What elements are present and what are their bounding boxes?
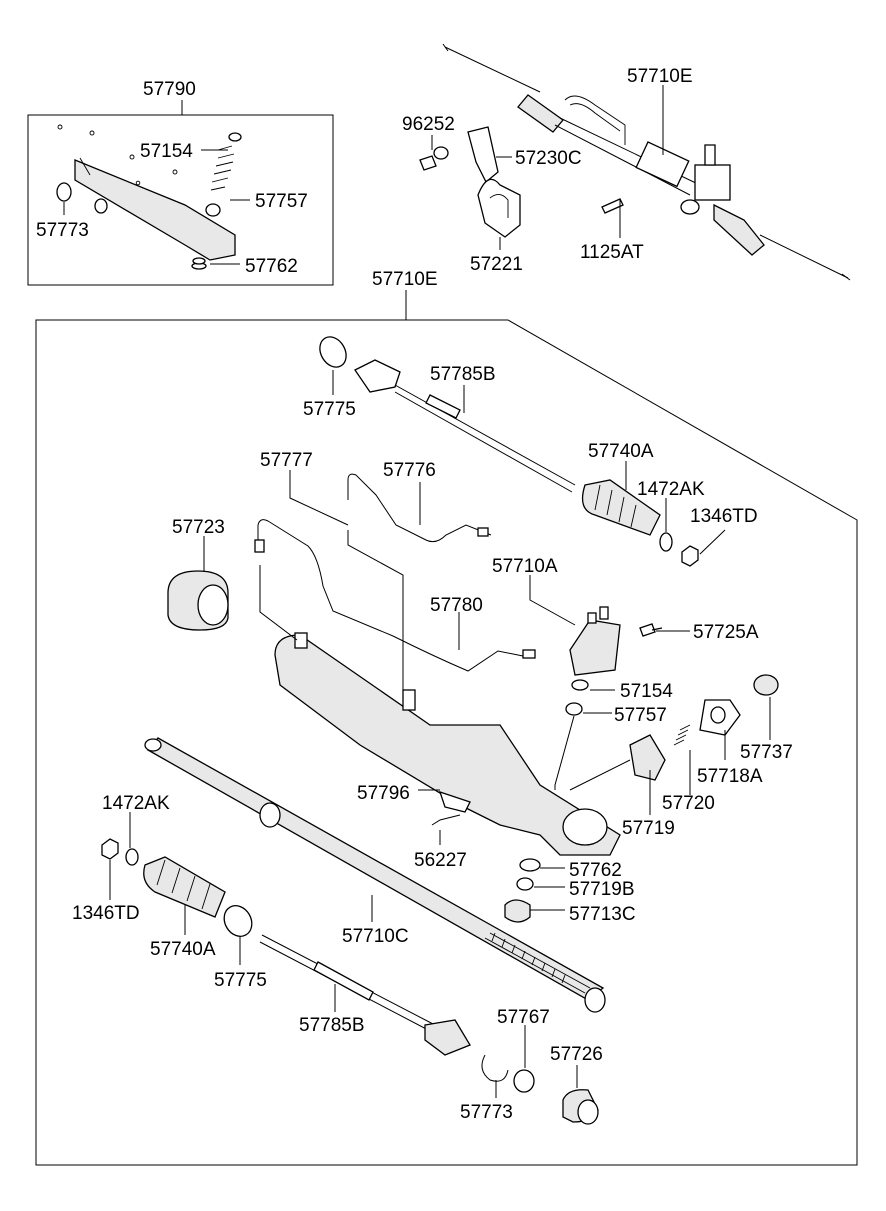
label-57757-main: 57757: [614, 705, 667, 726]
label-96252: 96252: [402, 114, 455, 135]
snap-ring-57773-main: [481, 1054, 509, 1082]
label-57780: 57780: [430, 595, 483, 616]
label-57723: 57723: [172, 517, 225, 538]
label-57154-main: 57154: [620, 681, 673, 702]
label-57773-inset: 57773: [36, 220, 89, 241]
label-57710C: 57710C: [342, 926, 409, 947]
label-56227: 56227: [414, 850, 467, 871]
inset-seal-kit-drawing: [56, 124, 242, 270]
label-57710E-top: 57710E: [627, 66, 693, 87]
label-1346TD-top: 1346TD: [690, 506, 758, 527]
bushing-57723: [167, 570, 229, 631]
overall-rack-assembly-drawing: [442, 43, 851, 281]
label-57719: 57719: [622, 818, 675, 839]
label-57775-top: 57775: [303, 399, 356, 420]
inset-frame-57790: [27, 114, 334, 286]
pipe-57776: [347, 473, 492, 543]
pipe-57780: [254, 519, 536, 672]
bracket-57796: [438, 790, 471, 813]
boot-57740A-top: [581, 479, 661, 536]
label-57154-inset: 57154: [140, 141, 193, 162]
bolt-57725A: [639, 623, 663, 637]
label-1125AT: 1125AT: [580, 242, 644, 263]
rack-bar-57710C: [144, 737, 606, 1013]
clip-96252: [419, 146, 449, 171]
nut-1346TD-bottom: [101, 838, 119, 860]
label-1346TD-bottom: 1346TD: [72, 903, 140, 924]
rack-housing: [274, 632, 621, 856]
plate-57718A: [699, 699, 741, 736]
valve-housing-57710A: [569, 606, 621, 676]
seal-57757-main: [565, 702, 583, 716]
label-57740A-top: 57740A: [588, 441, 654, 462]
label-57757-inset: 57757: [255, 191, 308, 212]
spring-57720: [673, 724, 691, 746]
label-57726: 57726: [550, 1044, 603, 1065]
nut-57762-main: [519, 858, 541, 872]
label-57790: 57790: [143, 79, 196, 100]
bracket-57230C: [467, 126, 499, 184]
label-57710A: 57710A: [492, 556, 558, 577]
label-57796: 57796: [357, 783, 410, 804]
nut-57719B: [516, 877, 534, 891]
clamp-57775-top: [319, 336, 347, 368]
part-labels: 57790 57154 57757 57773 57762 96252 5723…: [36, 66, 793, 1123]
boot-57740A-bottom: [143, 856, 226, 918]
label-57785B-bottom: 57785B: [299, 1015, 365, 1036]
bolt-56227: [431, 814, 461, 826]
label-57740A-bottom: 57740A: [150, 939, 216, 960]
label-57775-bottom: 57775: [214, 970, 267, 991]
label-57773-main: 57773: [460, 1102, 513, 1123]
cap-57737: [753, 674, 779, 696]
bushing-57221: [477, 178, 521, 238]
tie-rod-57785B-bottom: [259, 934, 471, 1056]
label-57230C: 57230C: [515, 148, 582, 169]
label-57762-inset: 57762: [245, 256, 298, 277]
label-57785B-top: 57785B: [430, 364, 496, 385]
clip-1472AK-top: [659, 532, 673, 552]
label-57710E-main: 57710E: [372, 269, 438, 290]
label-1472AK-top: 1472AK: [637, 479, 705, 500]
label-57221: 57221: [470, 254, 523, 275]
label-57762-main: 57762: [569, 860, 622, 881]
bushing-57767: [513, 1069, 535, 1093]
label-57776: 57776: [383, 460, 436, 481]
label-57718A: 57718A: [697, 766, 763, 787]
label-57713C: 57713C: [569, 904, 636, 925]
clip-1472AK-bottom: [125, 848, 139, 866]
label-1472AK-bottom: 1472AK: [102, 793, 170, 814]
label-57767: 57767: [497, 1007, 550, 1028]
label-57720: 57720: [662, 793, 715, 814]
main-assembly-frame: [35, 319, 858, 1166]
label-57725A: 57725A: [693, 622, 759, 643]
tie-rod-57785B-top: [354, 359, 576, 493]
label-57719B: 57719B: [569, 879, 635, 900]
yoke-57719: [629, 734, 666, 781]
plug-57713C: [504, 899, 531, 923]
leader-lines: [63, 85, 771, 1098]
bushing-57726: [562, 1089, 599, 1125]
label-57777: 57777: [260, 450, 313, 471]
clamp-57775-bottom: [223, 905, 253, 937]
label-57737: 57737: [740, 742, 793, 763]
nut-1346TD-top: [681, 545, 699, 567]
seal-57154-main: [571, 679, 589, 691]
